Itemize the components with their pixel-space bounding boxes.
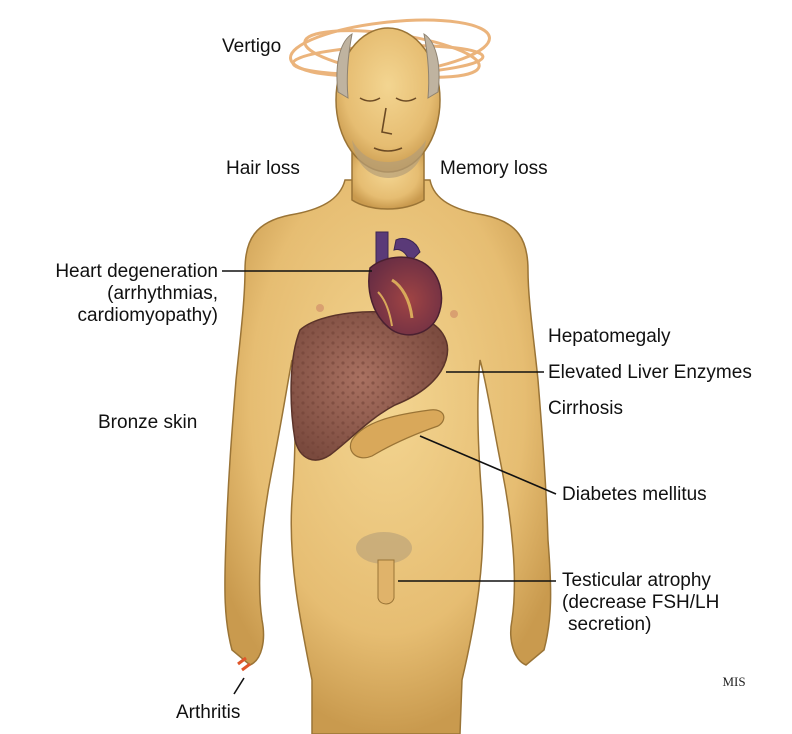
label-hepatomegaly: Hepatomegaly [548, 326, 671, 348]
label-cirrhosis: Cirrhosis [548, 398, 623, 420]
label-arthritis: Arthritis [176, 702, 240, 724]
label-heart-line-3: cardiomyopathy) [12, 305, 218, 327]
arthritis-leader [234, 678, 244, 694]
label-heart-line-2: (arrhythmias, [12, 283, 218, 305]
label-diabetes-mellitus: Diabetes mellitus [562, 484, 707, 506]
artist-signature: MIS [722, 676, 746, 688]
label-memory-loss: Memory loss [440, 158, 548, 180]
label-bronze-skin: Bronze skin [98, 412, 197, 434]
label-vertigo: Vertigo [222, 36, 281, 58]
label-testicular-line-1: Testicular atrophy [562, 570, 719, 592]
label-testicular-line-3: secretion) [562, 614, 719, 636]
label-testicular-atrophy: Testicular atrophy (decrease FSH/LH secr… [562, 570, 719, 636]
label-heart-degeneration: Heart degeneration (arrhythmias, cardiom… [12, 261, 218, 327]
label-heart-line-1: Heart degeneration [12, 261, 218, 283]
label-testicular-line-2: (decrease FSH/LH [562, 592, 719, 614]
label-hair-loss: Hair loss [226, 158, 300, 180]
label-elevated-liver-enzymes: Elevated Liver Enzymes [548, 362, 752, 384]
